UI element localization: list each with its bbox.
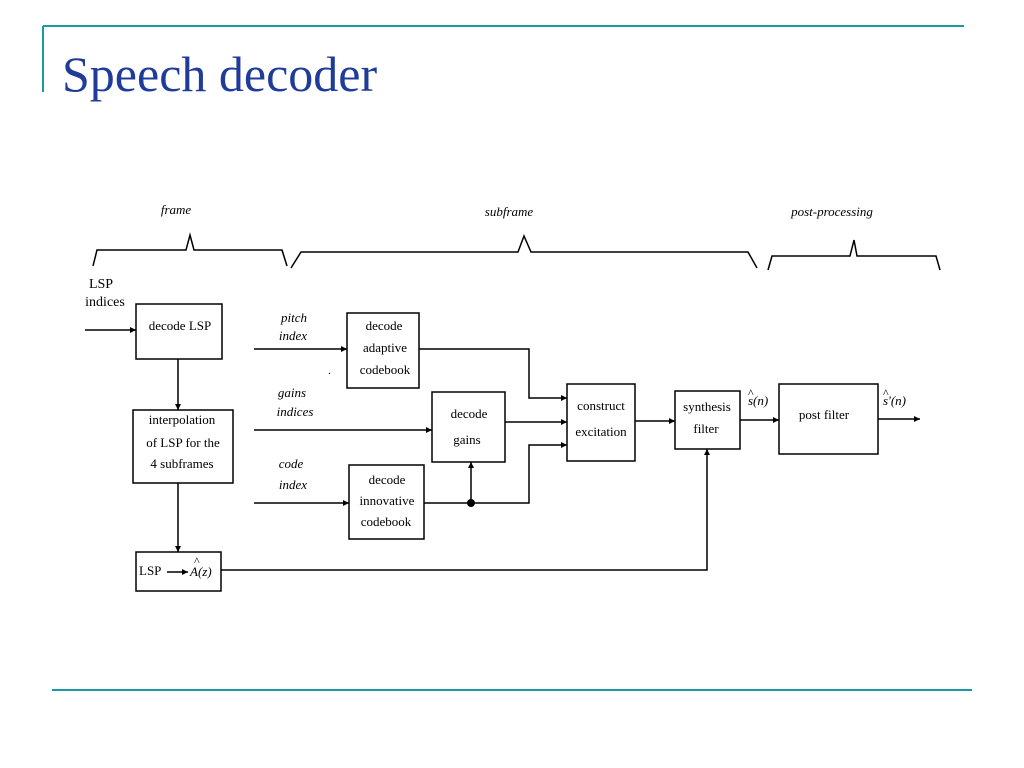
input-pitch-index-line2: index <box>279 328 307 343</box>
innovative-label-line1: decode <box>369 472 406 487</box>
input-code-index-line2: index <box>279 477 307 492</box>
junction-dot <box>467 499 475 507</box>
stage-label-post-processing: post-processing <box>790 204 873 219</box>
adaptive-label-line1: decode <box>366 318 403 333</box>
stray-dot-mark: . <box>328 363 331 377</box>
decode-gains-block <box>431 391 506 463</box>
innovative-label-line3: codebook <box>361 514 412 529</box>
interpolation-label-line1: interpolation <box>149 412 216 427</box>
decode-lsp-block <box>135 303 223 360</box>
synthesis-label-line2: filter <box>693 421 719 436</box>
adaptive-to-construct <box>419 348 567 401</box>
connections <box>85 327 920 575</box>
adaptive-label-line3: codebook <box>360 362 411 377</box>
interpolation-label-line3: 4 subframes <box>150 456 213 471</box>
post-filter-block <box>778 383 879 455</box>
gains-label-line1: decode <box>451 406 488 421</box>
innovative-to-construct <box>424 442 567 504</box>
decode-adaptive-codebook-block <box>346 312 420 389</box>
lsp-conv-right-label: A(z) <box>189 564 212 579</box>
interpolation-block <box>132 409 234 484</box>
lsp-a-to-synthesis <box>221 449 710 571</box>
input-pitch-index-line1: pitch <box>280 310 307 325</box>
blocks <box>132 303 879 592</box>
slide-title: Speech decoder <box>62 46 378 102</box>
decode-innovative-codebook-block <box>348 464 425 540</box>
subframe-brace <box>290 234 758 269</box>
input-lsp-indices-line2: indices <box>85 295 125 310</box>
lsp-conv-left-label: LSP <box>139 563 161 578</box>
signal-s-hat-label: s(n) <box>748 393 768 408</box>
input-gains-indices-line1: gains <box>278 385 306 400</box>
adaptive-label-line2: adaptive <box>363 340 407 355</box>
post-filter-label: post filter <box>799 407 850 422</box>
gains-label-line2: gains <box>453 432 480 447</box>
decode-lsp-label: decode LSP <box>149 318 211 333</box>
input-code-index-line1: code <box>279 456 304 471</box>
input-lsp-indices-line1: LSP <box>89 277 113 292</box>
signal-s-hat-glyph: ^ <box>748 386 754 400</box>
construct-label-line2: excitation <box>575 424 627 439</box>
construct-excitation-block <box>566 383 636 462</box>
construct-label-line1: construct <box>577 398 625 413</box>
signal-s-hat-prime-label: s'(n) <box>883 393 906 408</box>
stage-label-subframe: subframe <box>485 204 534 219</box>
stage-label-frame: frame <box>161 202 192 217</box>
post-processing-brace <box>767 239 941 271</box>
interpolation-label-line2: of LSP for the <box>146 435 220 450</box>
lsp-conv-hat: ^ <box>194 554 200 568</box>
innovative-label-line2: innovative <box>360 493 415 508</box>
signal-s-hat-prime-glyph: ^ <box>883 386 889 400</box>
synthesis-filter-block <box>674 390 741 450</box>
synthesis-label-line1: synthesis <box>683 399 731 414</box>
frame-brace <box>92 232 288 267</box>
stage-braces <box>92 232 941 271</box>
input-gains-indices-line2: indices <box>277 404 314 419</box>
